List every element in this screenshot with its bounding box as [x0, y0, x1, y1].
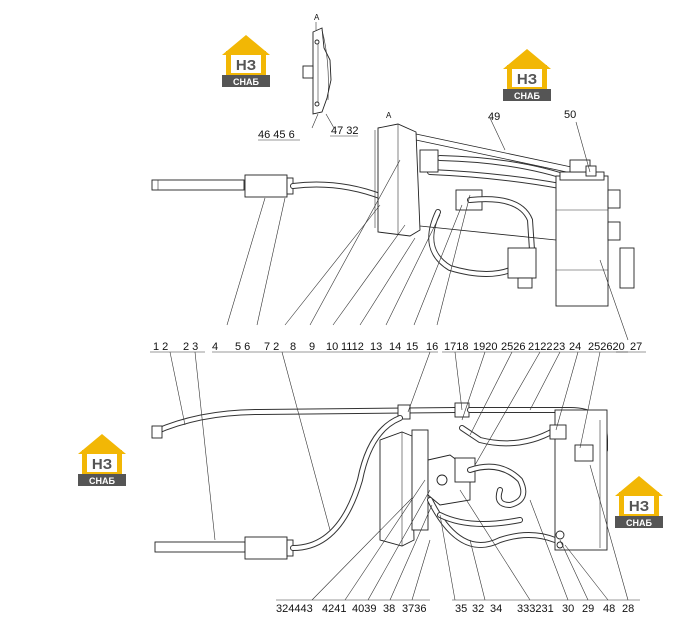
label-49: 49 [488, 111, 500, 123]
label-23: 23 [553, 341, 565, 353]
label-9: 9 [309, 341, 315, 353]
label-16: 16 [426, 341, 438, 353]
label-32b: 32 [472, 603, 484, 615]
label-37-36: 3736 [402, 603, 426, 615]
logo-brand: НЗ [629, 498, 649, 515]
pump-bellhousing-top [377, 123, 421, 237]
label-14: 14 [389, 341, 401, 353]
label-50: 50 [564, 109, 576, 121]
leaders-bottom [169, 351, 629, 601]
bottom-assembly [151, 402, 608, 560]
label-13: 13 [370, 341, 382, 353]
filter-cylinder-top [507, 247, 537, 279]
label-15: 15 [406, 341, 418, 353]
view-marker-top: A [386, 111, 392, 120]
label-27: 27 [630, 341, 642, 353]
filter-housing-bottom [244, 536, 288, 560]
label-17-18: 1718 [444, 341, 468, 353]
logo-bottom-right: НЗ СНАБ [615, 476, 663, 528]
label-2-3: 2 3 [183, 341, 198, 353]
logo-sub: СНАБ [626, 518, 652, 528]
pipe-top-left [151, 179, 245, 191]
label-28: 28 [622, 603, 634, 615]
labels-row1: 49 50 4 5 6 7 2 8 9 10 1112 13 14 15 16 … [150, 109, 646, 353]
detail-view-a: A 46 45 6 47 32 [258, 13, 359, 141]
label-48: 48 [603, 603, 615, 615]
label-11-12: 1112 [341, 341, 364, 353]
label-35: 35 [455, 603, 467, 615]
label-24: 24 [569, 341, 581, 353]
logo-top-right: НЗ СНАБ [503, 49, 551, 101]
label-19-20: 1920 [473, 341, 497, 353]
label-34: 34 [490, 603, 502, 615]
label-29: 29 [582, 603, 594, 615]
label-32-44-43: 324443 [276, 603, 313, 615]
logo-brand: НЗ [236, 57, 256, 74]
logo-sub: СНАБ [233, 77, 259, 87]
label-21-22: 2122 [528, 341, 552, 353]
label-25-26-20: 252620 [588, 341, 625, 353]
label-33-32-31: 333231 [517, 603, 554, 615]
label-1-2: 1 2 [153, 341, 168, 353]
logo-brand: НЗ [517, 71, 537, 88]
label-10: 10 [326, 341, 338, 353]
logo-sub: СНАБ [89, 476, 115, 486]
label-5-6: 5 6 [235, 341, 250, 353]
label-47-32: 47 32 [331, 125, 359, 137]
pump-bellhousing-bottom [379, 431, 415, 547]
logo-sub: СНАБ [514, 91, 540, 101]
label-25-26: 2526 [501, 341, 525, 353]
label-4: 4 [212, 341, 218, 353]
label-42-41: 4241 [322, 603, 346, 615]
filter-housing-top [244, 174, 288, 198]
label-8: 8 [290, 341, 296, 353]
label-38: 38 [383, 603, 395, 615]
logo-brand: НЗ [92, 456, 112, 473]
label-30: 30 [562, 603, 574, 615]
label-40-39: 4039 [352, 603, 376, 615]
top-assembly: A [151, 111, 635, 307]
logo-top-left: НЗ СНАБ [222, 35, 270, 87]
tank-top [555, 175, 609, 307]
logo-bottom-left: НЗ СНАБ [78, 434, 126, 486]
leaders-top [226, 117, 629, 341]
labels-bottom-row: 324443 4241 4039 38 3736 35 32 34 333231… [276, 599, 640, 615]
label-7-2: 7 2 [264, 341, 279, 353]
view-marker: A [314, 13, 320, 22]
label-46-45-6: 46 45 6 [258, 129, 295, 141]
